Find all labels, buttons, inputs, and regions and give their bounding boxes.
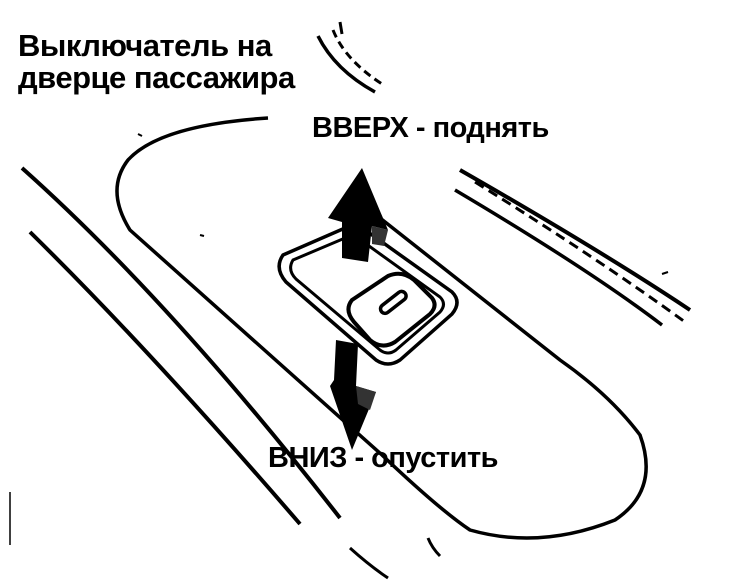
window-edge-right-solid [459,168,692,312]
down-arrow-icon [330,340,376,450]
door-trim-line-outer [20,166,342,520]
speck-mark [137,133,143,137]
armrest-outline [115,116,648,540]
diagram-title-line-2: дверце пассажира [18,60,295,95]
window-edge-right-dashed [474,180,686,324]
up-label: ВВЕРХ - поднять [312,112,549,144]
switch-slot [378,289,408,316]
window-edge-top [316,35,376,94]
speck-mark [426,537,442,558]
down-label: ВНИЗ - опустить [268,442,499,474]
diagram-title-line-1: Выключатель на [18,28,272,63]
door-trim-line-inner [28,230,302,526]
up-arrow-icon [328,168,388,262]
window-edge-top-inner [338,21,344,35]
speck-mark [199,234,205,237]
speck-mark [348,546,389,580]
speck-mark [661,271,669,275]
window-edge-right-solid-2 [454,188,664,327]
window-edge-top-dashed [331,29,383,86]
